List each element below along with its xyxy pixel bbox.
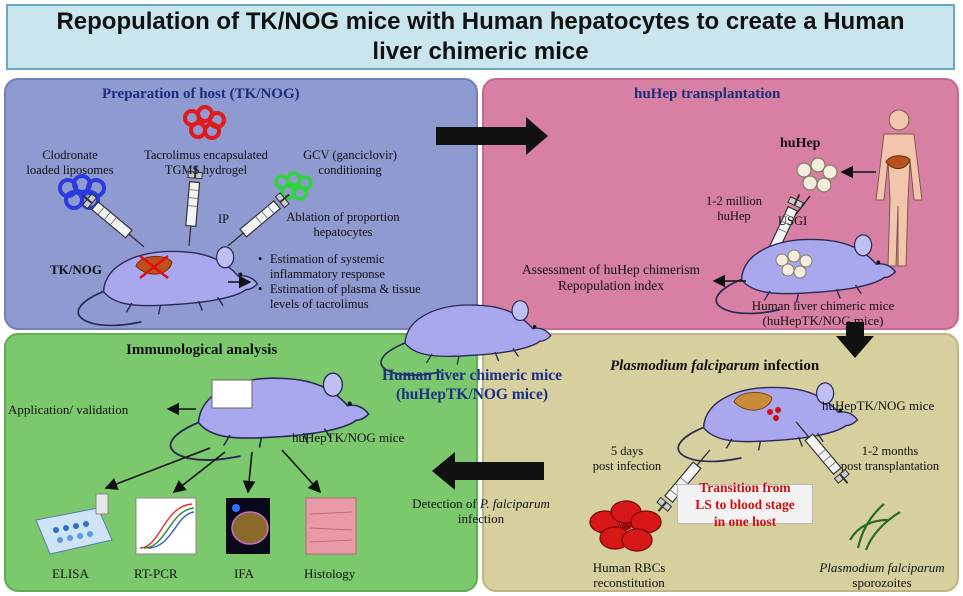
- ifa-label: IFA: [234, 566, 254, 581]
- title-banner: Repopulation of TK/NOG mice with Human h…: [6, 4, 955, 70]
- title-line-2: liver chimeric mice: [372, 38, 589, 65]
- plasmo-panel-title: Plasmodium falciparum infection: [610, 358, 820, 374]
- elisa-label: ELISA: [52, 566, 89, 581]
- histology-label: Histology: [304, 566, 356, 581]
- immuno-panel-title: Immunological analysis: [126, 342, 278, 358]
- infected-mouse-label: huHepTK/NOG mice: [822, 398, 935, 413]
- usgi-label: USGI: [778, 214, 808, 228]
- analysis-mouse-label: huHepTK/NOG mice: [292, 430, 405, 445]
- host-panel-title: Preparation of host (TK/NOG): [102, 86, 300, 102]
- transplant-panel-title: huHep transplantation: [634, 86, 781, 102]
- center-mouse-caption: Human liver chimeric mice(huHepTK/NOG mi…: [381, 367, 563, 403]
- gcv-label: GCV (ganciclovir)conditioning: [303, 148, 397, 177]
- huhep-label: huHep: [780, 136, 821, 151]
- application-label: Application/ validation: [8, 402, 129, 417]
- rt-pcr-label: RT-PCR: [134, 566, 178, 581]
- transition-box: Transition from LS to blood stage in one…: [677, 480, 813, 529]
- ip-label: IP: [218, 212, 230, 226]
- chimeric-mice-label: Human liver chimeric mice(huHepTK/NOG mi…: [751, 298, 895, 328]
- title-line-1: Repopulation of TK/NOG mice with Human h…: [56, 8, 905, 35]
- detection-label: Detection of P. falciparum infection: [412, 496, 550, 526]
- tk-nog-label: TK/NOG: [50, 262, 103, 277]
